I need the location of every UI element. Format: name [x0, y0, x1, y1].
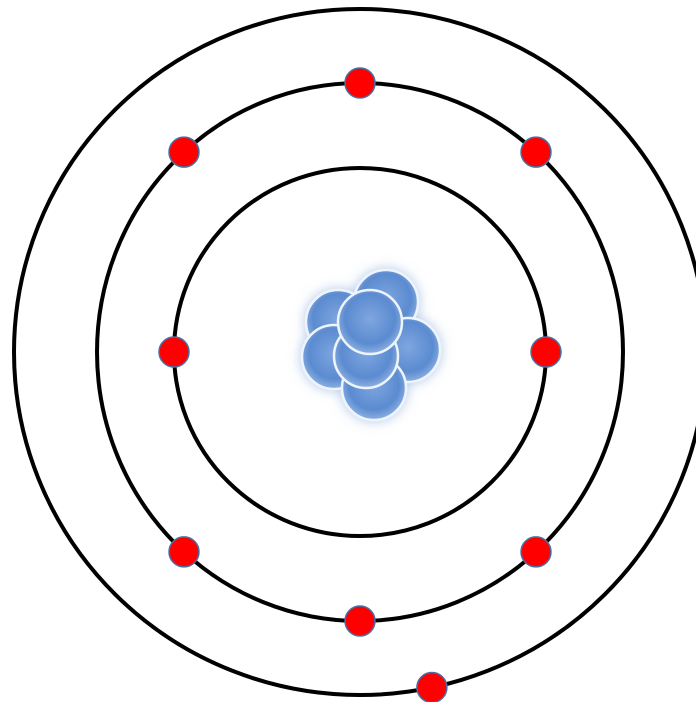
electron-middle-3: [169, 137, 199, 167]
electron-middle-6: [345, 606, 375, 636]
electron-middle-4: [521, 537, 551, 567]
electron-middle-1: [345, 68, 375, 98]
nucleus: [302, 270, 440, 420]
electron-outer-1: [417, 673, 447, 702]
nucleon-7: [338, 290, 402, 354]
electron-inner-1: [159, 337, 189, 367]
electron-middle-5: [169, 537, 199, 567]
electron-middle-2: [521, 137, 551, 167]
electron-inner-2: [531, 337, 561, 367]
